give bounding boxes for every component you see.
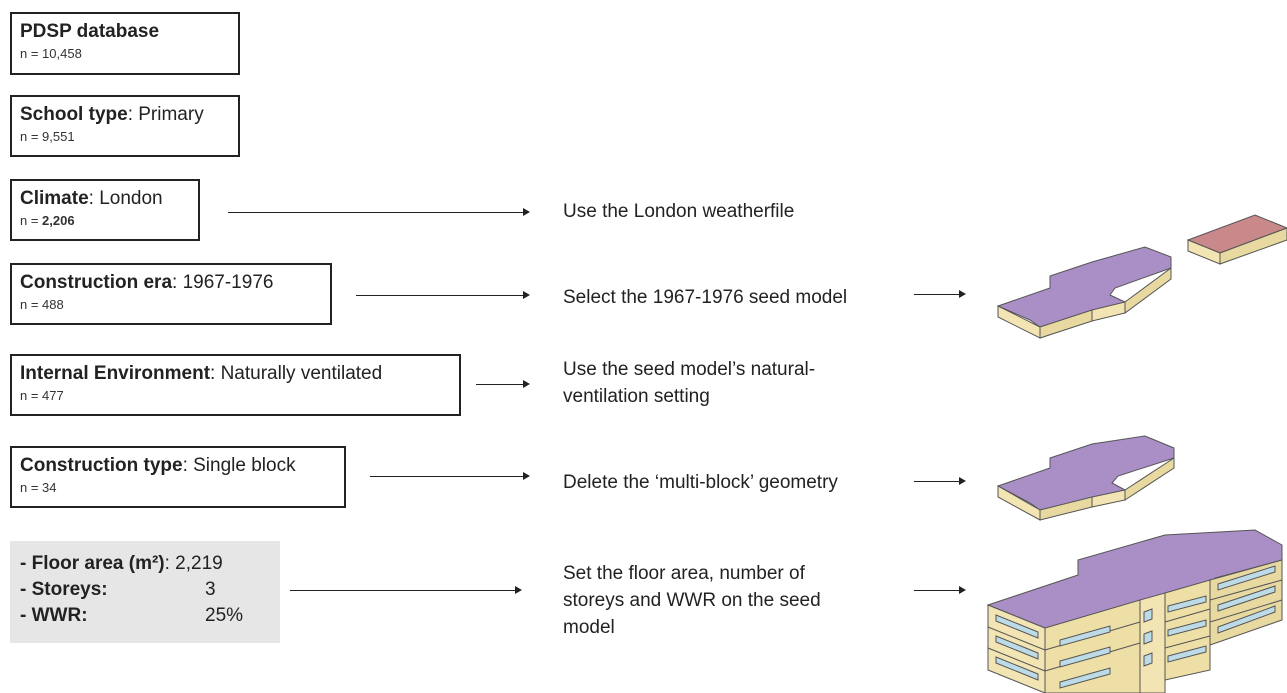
- arrow-to-final-model: [914, 586, 966, 594]
- filter-count: n = 10,458: [20, 46, 82, 61]
- filter-construction-era: Construction era: 1967-1976 n = 488: [10, 263, 332, 325]
- spec-storeys-label: - Storeys:: [20, 579, 108, 600]
- action-set-line-3: model: [563, 617, 615, 638]
- spec-wwr-value: 25%: [205, 605, 244, 626]
- filter-count: n = 477: [20, 388, 64, 403]
- action-set-line-1: Set the floor area, number of: [563, 563, 805, 584]
- window-group: [995, 565, 1276, 689]
- filter-pdsp-database: PDSP database n = 10,458: [10, 12, 240, 75]
- multi-block-extra-block: [1186, 214, 1287, 265]
- spec-wwr: - WWR: 25%: [20, 603, 270, 629]
- action-ventilation-line-1: Use the seed model’s natural-: [563, 359, 816, 380]
- spec-wwr-label: - WWR:: [20, 605, 88, 626]
- filter-value: : 1967-1976: [172, 272, 274, 293]
- filter-count: n = 488: [20, 297, 64, 312]
- spec-floor-value: : 2,219: [164, 553, 223, 574]
- filter-school-type: School type: Primary n = 9,551: [10, 95, 240, 157]
- filter-count: n = 9,551: [20, 129, 75, 144]
- seed-model-block: [996, 246, 1172, 339]
- spec-floor-area: - Floor area (m²): 2,219: [20, 551, 270, 577]
- action-set-parameters: Set the floor area, number of storeys an…: [563, 560, 821, 641]
- final-model-illustration: [986, 529, 1283, 693]
- action-weatherfile: Use the London weatherfile: [563, 201, 795, 222]
- action-ventilation-line-2: ventilation setting: [563, 386, 710, 407]
- filter-label: Internal Environment: [20, 363, 211, 384]
- filter-value: : Primary: [127, 104, 204, 125]
- spec-floor-label: - Floor area (m²): [20, 553, 165, 574]
- arrow-era: [356, 291, 530, 299]
- filter-label: School type: [20, 104, 128, 125]
- action-seed-model: Select the 1967-1976 seed model: [563, 287, 848, 308]
- arrow-climate: [228, 208, 530, 216]
- action-delete-geometry: Delete the ‘multi-block’ geometry: [563, 472, 838, 493]
- arrow-internal-env: [476, 380, 530, 388]
- arrow-to-seed-model: [914, 290, 966, 298]
- filter-value: : Naturally ventilated: [210, 363, 383, 384]
- model-spec-panel: - Floor area (m²): 2,219 - Storeys: 3 - W…: [10, 541, 280, 643]
- filter-value: : Single block: [182, 455, 296, 476]
- arrow-spec: [290, 586, 522, 594]
- single-block-illustration: [996, 435, 1175, 521]
- filter-label: Construction type: [20, 455, 183, 476]
- arrow-construction-type: [370, 472, 530, 480]
- filter-count: 2,206: [42, 213, 75, 228]
- filter-label: PDSP database: [20, 21, 160, 42]
- filter-count: n = 34: [20, 480, 57, 495]
- filter-label: Construction era: [20, 272, 173, 293]
- filter-label: Climate: [20, 188, 89, 209]
- filter-climate: Climate: London n = 2,206: [10, 179, 200, 241]
- action-set-line-2: storeys and WWR on the seed: [563, 590, 821, 611]
- filter-internal-environment: Internal Environment: Naturally ventilat…: [10, 354, 461, 416]
- arrow-to-single-block: [914, 477, 966, 485]
- action-ventilation: Use the seed model’s natural- ventilatio…: [563, 356, 815, 410]
- spec-storeys: - Storeys: 3: [20, 577, 270, 603]
- filter-count-prefix: n =: [20, 213, 43, 228]
- filter-construction-type: Construction type: Single block n = 34: [10, 446, 346, 508]
- spec-storeys-value: 3: [205, 579, 216, 600]
- filter-value: : London: [88, 188, 163, 209]
